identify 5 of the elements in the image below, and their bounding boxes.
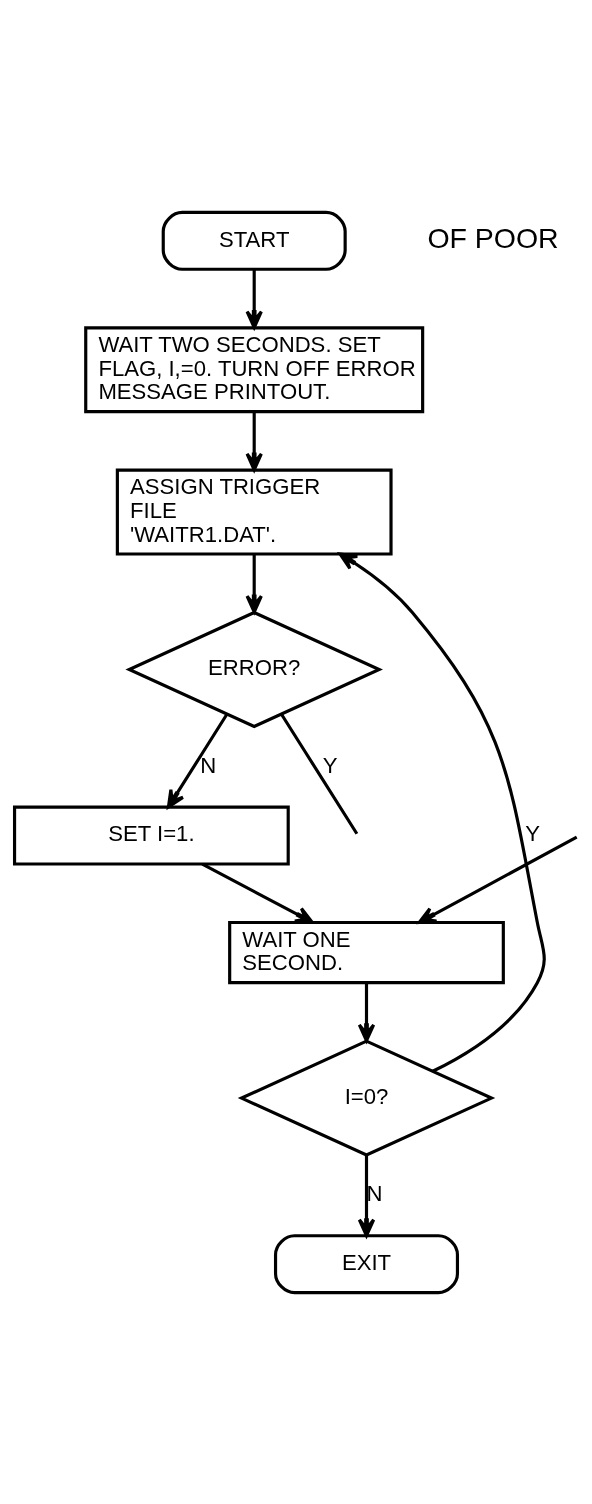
edge-label: N	[366, 1180, 383, 1206]
edge-label: N	[200, 752, 217, 778]
edge-label: Y	[525, 820, 540, 846]
edge-label: Y	[322, 752, 338, 778]
label: OF POOR	[427, 221, 559, 254]
